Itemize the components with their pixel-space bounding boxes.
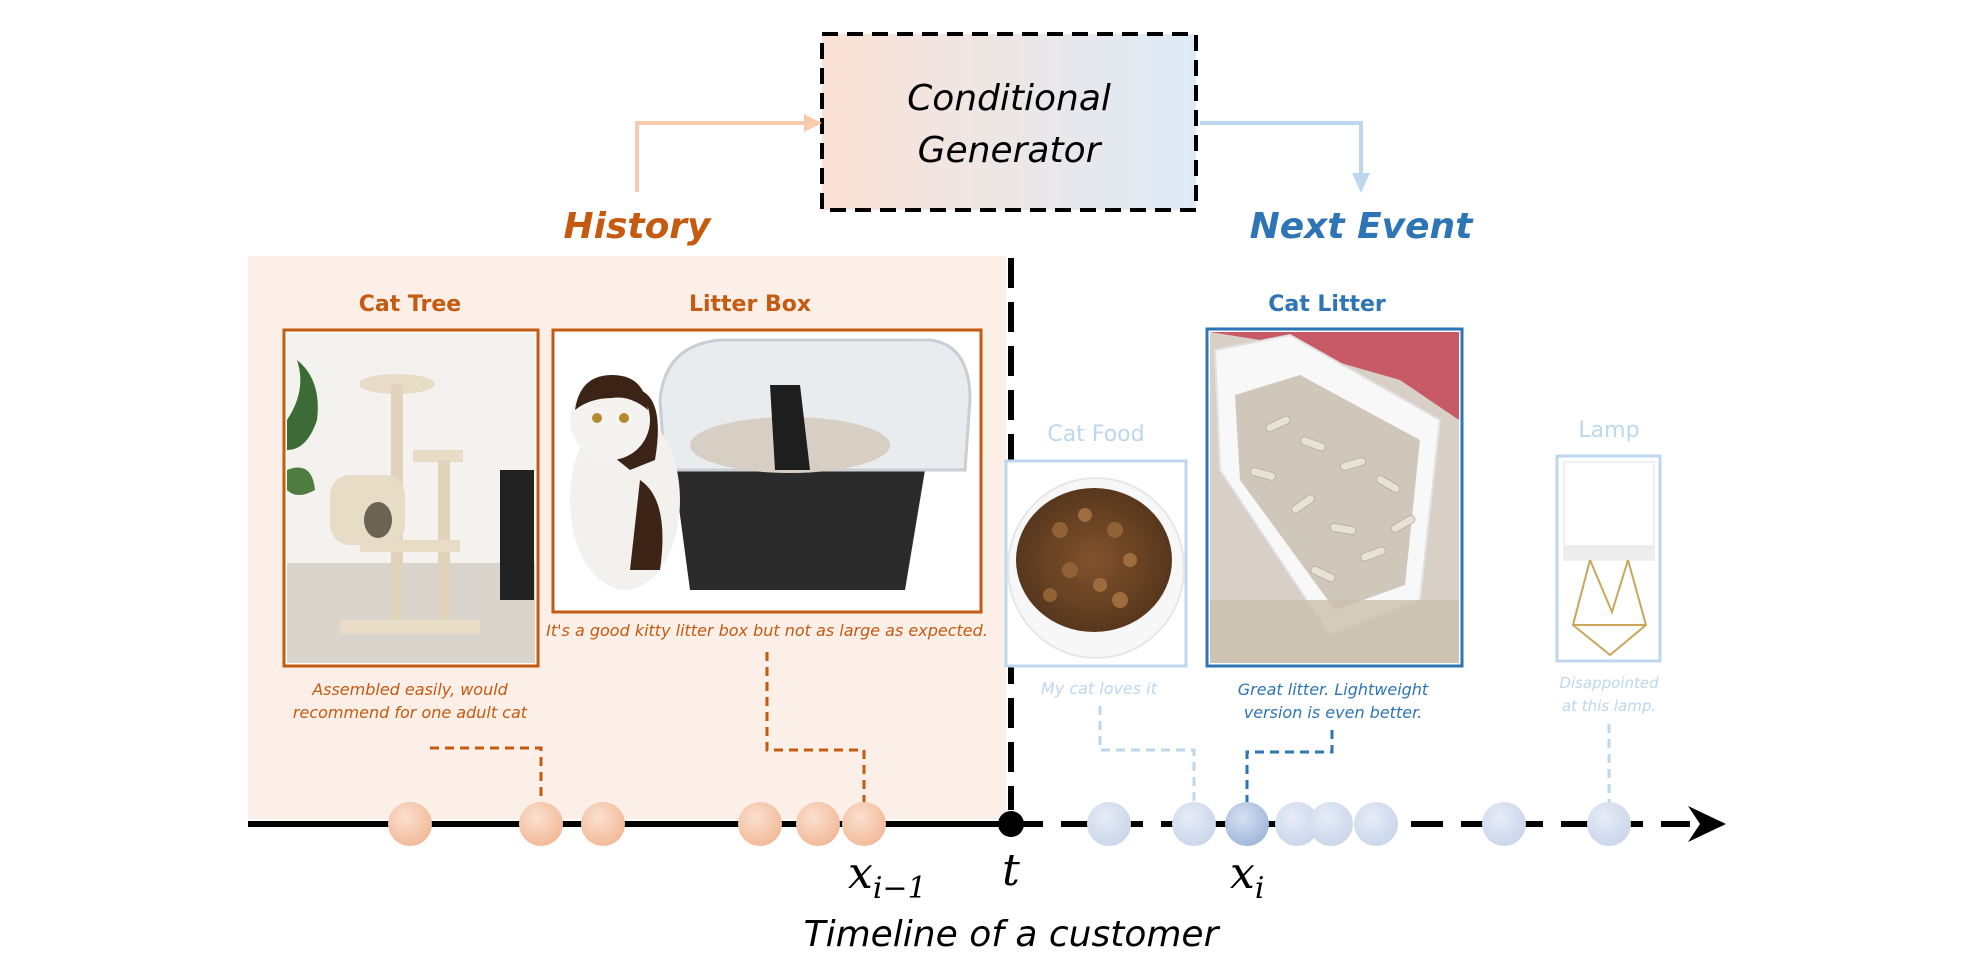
- item-review-line: It's a good kitty litter box but not as …: [546, 621, 988, 640]
- event-dot: [1587, 802, 1631, 846]
- event-dot: [388, 802, 432, 846]
- event-dot: [1087, 802, 1131, 846]
- history-to-generator-arrow: [635, 114, 822, 192]
- next-item-cat-litter: Cat Litter Great litter. Lightweight v: [1205, 292, 1464, 722]
- event-connectors: [430, 652, 1611, 810]
- event-dot: [1354, 802, 1398, 846]
- item-title: Cat Tree: [359, 292, 461, 317]
- timeline-caption: Timeline of a customer: [804, 914, 1221, 955]
- event-dot: [796, 802, 840, 846]
- label-t: t: [1002, 845, 1020, 896]
- item-review-line: Assembled easily, would: [311, 680, 508, 699]
- event-dot: [738, 802, 782, 846]
- timeline-arrowhead: [1688, 806, 1726, 842]
- connector-litter-box: [765, 652, 866, 810]
- next-item-lamp: Lamp Disappointed at this lamp.: [1555, 418, 1662, 715]
- event-dot-prev: [842, 802, 886, 846]
- connector-cat-litter: [1245, 730, 1334, 810]
- event-dot: [1275, 802, 1319, 846]
- generator-line2: Generator: [918, 130, 1103, 171]
- history-item-cat-tree: Cat Tree Assembled easily, would recomme…: [282, 292, 540, 722]
- event-dot: [581, 802, 625, 846]
- event-dot-next: [1225, 802, 1269, 846]
- item-review-line: at this lamp.: [1562, 697, 1656, 715]
- present-marker: [998, 811, 1024, 837]
- generator-to-next-arrow: [1200, 121, 1370, 193]
- event-dot: [1309, 802, 1353, 846]
- cat-tree-image: [287, 333, 535, 663]
- item-title: Lamp: [1578, 418, 1639, 443]
- generator-line1: Conditional: [907, 78, 1111, 119]
- next-event-label: Next Event: [1250, 206, 1475, 247]
- next-item-cat-food: Cat Food My cat loves it: [1004, 422, 1188, 698]
- conditional-generator: Conditional Generator: [820, 32, 1198, 212]
- lamp-image: [1563, 461, 1655, 657]
- connector-cat-tree: [430, 746, 543, 810]
- history-item-litter-box: Litter Box It's a good kitty litter box …: [546, 292, 988, 640]
- litter-box-image: [570, 338, 972, 590]
- item-review-line: version is even better.: [1244, 703, 1423, 722]
- event-dot: [519, 802, 563, 846]
- cat-food-image: [1007, 477, 1185, 659]
- item-review-line: recommend for one adult cat: [293, 703, 528, 722]
- cat-litter-image: [1210, 332, 1459, 663]
- timeline: [248, 802, 1726, 846]
- label-x-next: xi: [1230, 848, 1264, 906]
- item-review-line: Disappointed: [1559, 674, 1659, 692]
- item-review-line: Great litter. Lightweight: [1238, 680, 1429, 699]
- item-review-line: My cat loves it: [1041, 679, 1158, 698]
- connector-cat-food: [1098, 706, 1196, 810]
- history-label: History: [563, 206, 712, 247]
- item-title: Cat Litter: [1268, 292, 1386, 317]
- item-title: Cat Food: [1047, 422, 1144, 447]
- event-dot: [1172, 802, 1216, 846]
- item-title: Litter Box: [689, 292, 811, 317]
- label-x-prev: xi−1: [848, 848, 927, 906]
- event-dot: [1482, 802, 1526, 846]
